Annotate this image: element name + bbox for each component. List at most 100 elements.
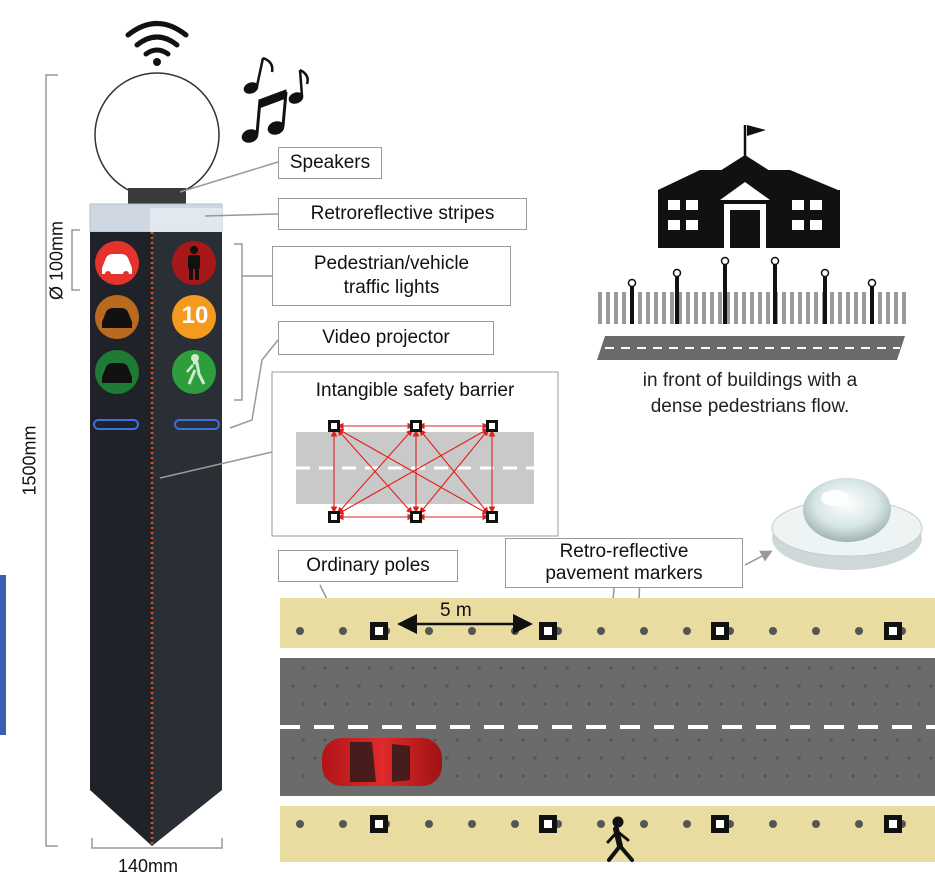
- road-texture-dot: [687, 684, 691, 688]
- road-texture-dot: [499, 774, 503, 778]
- barrier-markers: [328, 420, 498, 523]
- road-texture-dot: [917, 774, 921, 778]
- label-pavement-markers: Retro-reflective pavement markers: [505, 538, 743, 588]
- label-pavement-markers-line2: pavement markers: [545, 563, 703, 584]
- bollard-light: [867, 278, 877, 288]
- road-texture-dot: [609, 666, 613, 670]
- road-texture-dot: [851, 702, 855, 706]
- pole-fence: [598, 256, 906, 324]
- pavement-marker-photo: [771, 478, 923, 570]
- traffic-lights-bracket: [234, 243, 272, 401]
- road-texture-dot: [335, 684, 339, 688]
- fence-bar: [838, 292, 842, 324]
- building-caption: in front of buildings with a dense pedes…: [590, 368, 910, 420]
- ordinary-pole-dot: [640, 820, 648, 828]
- fence-bar: [886, 292, 890, 324]
- fence-bar: [646, 292, 650, 324]
- road-texture-dot: [565, 702, 569, 706]
- road-texture-dot: [631, 738, 635, 742]
- road-texture-dot: [675, 666, 679, 670]
- bollard: [823, 276, 827, 324]
- road-texture-dot: [521, 666, 525, 670]
- ordinary-pole-dot: [511, 820, 519, 828]
- width-bracket: [91, 838, 223, 849]
- label-traffic-lights: Pedestrian/vehicle traffic lights: [272, 246, 511, 306]
- road-texture-dot: [587, 738, 591, 742]
- fence-bar: [670, 292, 674, 324]
- building-caption-line2: dense pedestrians flow.: [650, 396, 850, 417]
- road-texture-dot: [741, 702, 745, 706]
- road-texture-dot: [291, 684, 295, 688]
- ordinary-pole-dot: [683, 820, 691, 828]
- road-texture-dot: [445, 684, 449, 688]
- road-texture-dot: [885, 684, 889, 688]
- road-texture-dot: [873, 738, 877, 742]
- wifi-icon: [125, 21, 189, 66]
- ordinary-pole-dot: [812, 627, 820, 635]
- pavement-marker-reflector: [889, 820, 897, 828]
- pavement-marker-reflector: [375, 627, 383, 635]
- road-texture-dot: [511, 684, 515, 688]
- road-texture-dot: [719, 666, 723, 670]
- red-car-icon: [322, 738, 442, 786]
- road-texture-dot: [907, 684, 911, 688]
- road-texture-dot: [301, 774, 305, 778]
- road-texture-dot: [533, 756, 537, 760]
- dimension-height: 1500mm: [19, 425, 40, 496]
- fence-bar: [718, 292, 722, 324]
- road-texture-dot: [785, 738, 789, 742]
- road-texture-dot: [499, 702, 503, 706]
- road-texture-dot: [345, 702, 349, 706]
- road-texture-dot: [643, 756, 647, 760]
- fence-bar: [766, 292, 770, 324]
- road-texture-dot: [411, 666, 415, 670]
- road-texture-dot: [643, 684, 647, 688]
- road-texture-dot: [609, 702, 613, 706]
- road-texture-dot: [543, 738, 547, 742]
- road-texture-dot: [313, 684, 317, 688]
- label-video-projector: Video projector: [278, 321, 494, 355]
- road-texture-dot: [697, 774, 701, 778]
- road-texture-dot: [499, 666, 503, 670]
- road-texture-dot: [819, 684, 823, 688]
- road-texture-dot: [653, 774, 657, 778]
- road-texture-dot: [313, 756, 317, 760]
- road-texture-dot: [753, 756, 757, 760]
- label-traffic-lights-line2: traffic lights: [343, 277, 440, 298]
- pavement-marker-reflector: [544, 627, 552, 635]
- road-texture-dot: [543, 774, 547, 778]
- fence-bar: [758, 292, 762, 324]
- road-texture-dot: [851, 738, 855, 742]
- road-texture-dot: [565, 666, 569, 670]
- fence-bar: [798, 292, 802, 324]
- bollard: [870, 286, 874, 324]
- road-texture-dot: [565, 774, 569, 778]
- speaker-base: [128, 188, 186, 208]
- road-texture-dot: [741, 738, 745, 742]
- bollard: [723, 264, 727, 324]
- road-texture-dot: [829, 774, 833, 778]
- road-texture-dot: [433, 702, 437, 706]
- road-texture-dot: [555, 756, 559, 760]
- road-texture-dot: [829, 738, 833, 742]
- road-texture-dot: [587, 666, 591, 670]
- road-texture-dot: [367, 666, 371, 670]
- fence-bar: [878, 292, 882, 324]
- ordinary-pole-dot: [769, 627, 777, 635]
- road-texture-dot: [455, 666, 459, 670]
- pavement-marker-reflector: [716, 627, 724, 635]
- fence-bar: [902, 292, 906, 324]
- edge-accent: [0, 575, 6, 735]
- pavement-marker-reflector: [375, 820, 383, 828]
- road-texture-dot: [719, 702, 723, 706]
- road-texture-dot: [609, 774, 613, 778]
- road-texture-dot: [301, 738, 305, 742]
- fence-bar: [782, 292, 786, 324]
- road-texture-dot: [477, 774, 481, 778]
- bollard-light: [720, 256, 730, 266]
- ordinary-pole-dot: [812, 820, 820, 828]
- bollard: [773, 264, 777, 324]
- road-texture-dot: [731, 756, 735, 760]
- ordinary-pole-dot: [425, 820, 433, 828]
